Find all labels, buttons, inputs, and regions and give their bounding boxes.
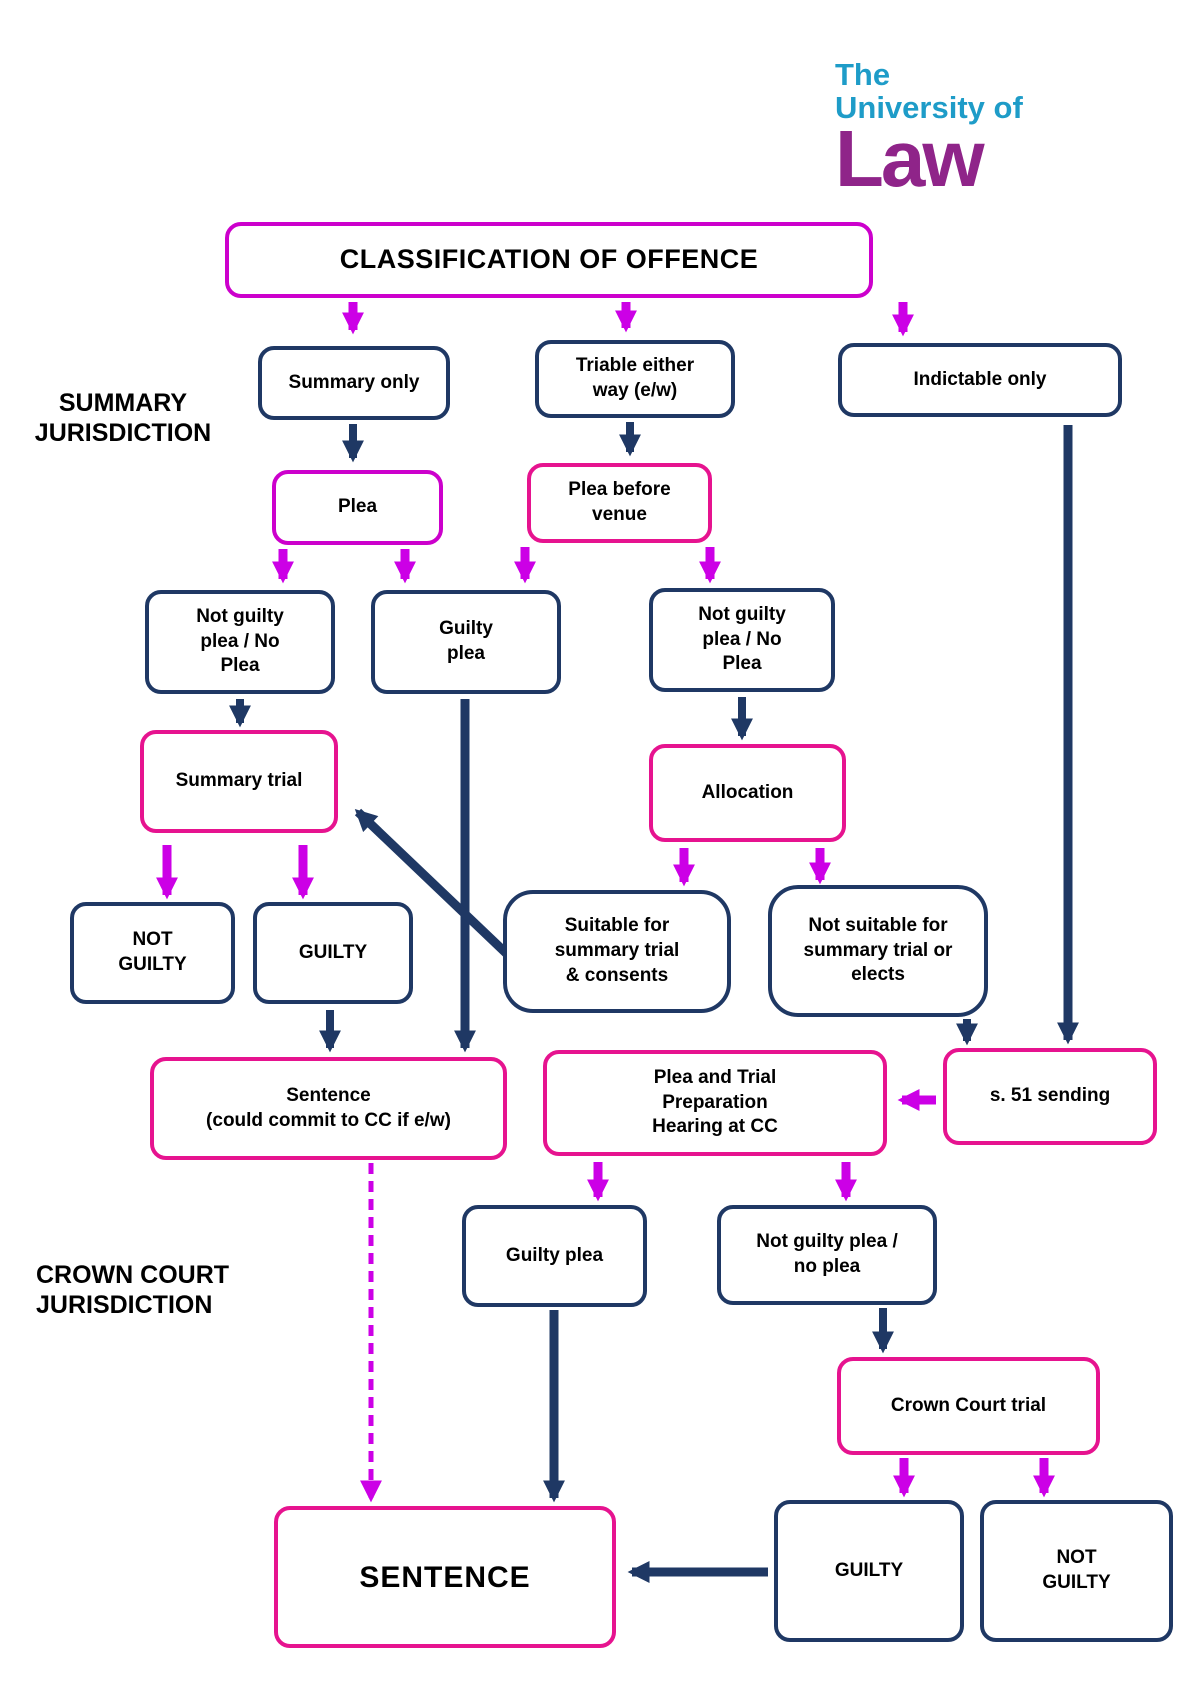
university-of-law-logo: The University of Law	[835, 57, 1023, 203]
node-plea: Plea	[272, 470, 443, 545]
node-suitable-for-summary-trial: Suitable for summary trial & consents	[503, 890, 731, 1013]
node-allocation: Allocation	[649, 744, 846, 842]
node-not-guilty-plea-summary: Not guilty plea / No Plea	[145, 590, 335, 694]
crown-court-jurisdiction-label: CROWN COURT JURISDICTION	[36, 1261, 230, 1319]
node-not-guilty-outcome-cc: NOT GUILTY	[980, 1500, 1173, 1642]
node-not-guilty-plea-cc: Not guilty plea / no plea	[717, 1205, 937, 1305]
arrow-suitable-to-summary-trial	[354, 808, 512, 959]
node-plea-before-venue: Plea before venue	[527, 463, 712, 543]
summary-jurisdiction-label: SUMMARY JURISDICTION	[34, 389, 212, 447]
node-indictable-only: Indictable only	[838, 343, 1122, 417]
node-triable-either-way: Triable either way (e/w)	[535, 340, 735, 418]
node-sentence-final: SENTENCE	[274, 1506, 616, 1648]
node-crown-court-trial: Crown Court trial	[837, 1357, 1100, 1455]
node-s51-sending: s. 51 sending	[943, 1048, 1157, 1145]
node-summary-trial: Summary trial	[140, 730, 338, 833]
logo-text-law: Law	[835, 113, 985, 203]
node-classification-of-offence: CLASSIFICATION OF OFFENCE	[225, 222, 873, 298]
node-ptph: Plea and Trial Preparation Hearing at CC	[543, 1050, 887, 1156]
node-sentence-magistrates: Sentence (could commit to CC if e/w)	[150, 1057, 507, 1160]
node-guilty-outcome-cc: GUILTY	[774, 1500, 964, 1642]
node-summary-only: Summary only	[258, 346, 450, 420]
logo-text-university-of: University of	[835, 90, 1023, 126]
node-guilty-outcome-summary: GUILTY	[253, 902, 413, 1004]
node-guilty-plea-summary: Guilty plea	[371, 590, 561, 694]
node-not-guilty-plea-venue: Not guilty plea / No Plea	[649, 588, 835, 692]
logo-text-the: The	[835, 57, 891, 92]
node-not-suitable-for-summary-trial: Not suitable for summary trial or elects	[768, 885, 988, 1017]
node-not-guilty-outcome-summary: NOT GUILTY	[70, 902, 235, 1004]
node-guilty-plea-cc: Guilty plea	[462, 1205, 647, 1307]
